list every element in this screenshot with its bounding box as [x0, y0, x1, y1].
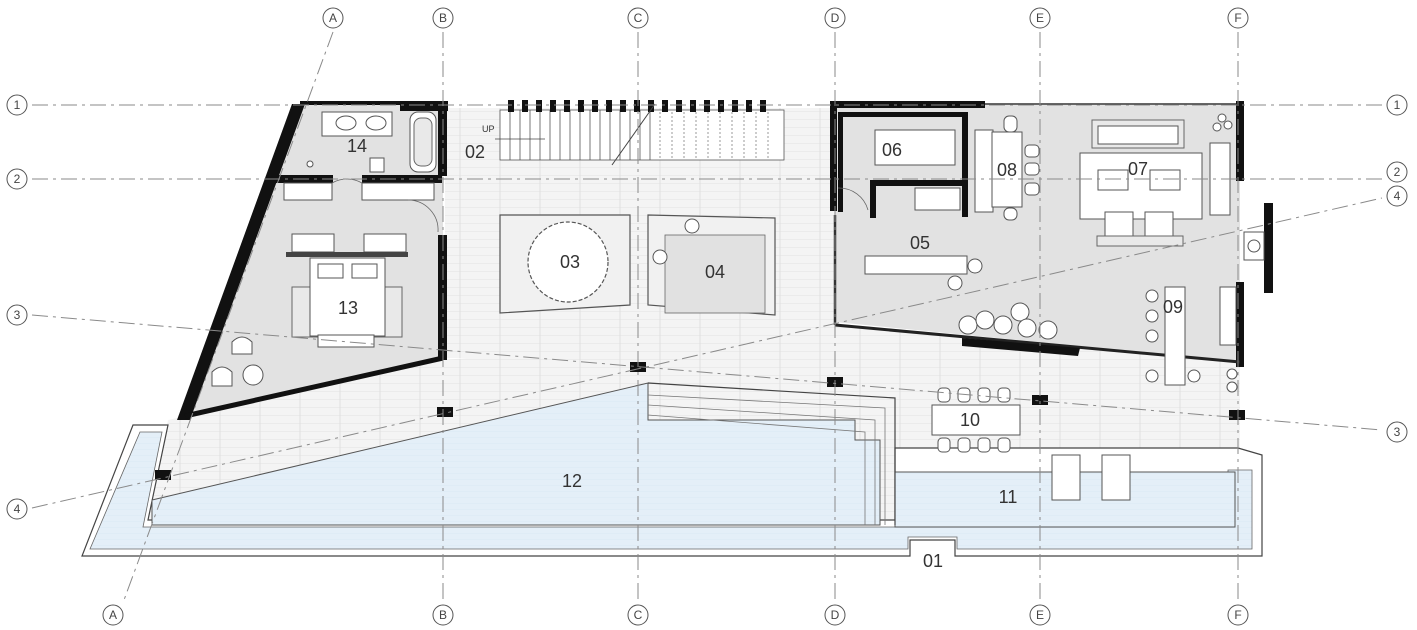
grid-bubble-col-e-top: E: [1029, 7, 1051, 29]
grid-bubble-row-4-left: 4: [6, 498, 28, 520]
grid-bubble-col-b-bottom: B: [432, 604, 454, 626]
stair-balusters: [508, 100, 766, 112]
stair-up-label: UP: [482, 124, 495, 134]
svg-text:1: 1: [1394, 98, 1401, 112]
grid-bubble-col-f-top: F: [1227, 7, 1249, 29]
grid-bubble-col-c-top: C: [627, 7, 649, 29]
grid-bubble-row-3-right: 3: [1386, 421, 1408, 443]
central-area: UP: [482, 100, 785, 316]
room-label-13: 13: [338, 298, 358, 318]
grid-bubble-row-2-left: 2: [6, 168, 28, 190]
grid-bubble-col-e-bottom: E: [1029, 604, 1051, 626]
grid-bubble-col-c-bottom: C: [627, 604, 649, 626]
svg-text:D: D: [831, 608, 840, 622]
svg-text:F: F: [1234, 11, 1241, 25]
svg-text:4: 4: [1394, 189, 1401, 203]
svg-text:B: B: [439, 608, 447, 622]
grid-bubble-row-1-right: 1: [1386, 94, 1408, 116]
grid-bubble-row-1-left: 1: [6, 94, 28, 116]
room-label-06: 06: [882, 140, 902, 160]
room-label-07: 07: [1128, 159, 1148, 179]
room-label-01: 01: [923, 551, 943, 571]
grid-bubble-col-b-top: B: [432, 7, 454, 29]
grid-bubble-col-f-bottom: F: [1227, 604, 1249, 626]
grid-bubble-row-4-right: 4: [1386, 185, 1408, 207]
svg-text:1: 1: [14, 98, 21, 112]
room-label-11: 11: [999, 487, 1018, 507]
room-label-09: 09: [1163, 297, 1183, 317]
svg-text:C: C: [634, 11, 643, 25]
svg-text:B: B: [439, 11, 447, 25]
grid-bubble-col-d-top: D: [824, 7, 846, 29]
room-labels: 01 02 03 04 05 06 07 08 09 10 11 12 13 1…: [338, 136, 1183, 571]
stair-dotted-treads: [659, 112, 769, 160]
svg-text:A: A: [329, 11, 337, 25]
svg-text:C: C: [634, 608, 643, 622]
room-label-10: 10: [960, 410, 980, 430]
svg-text:F: F: [1234, 608, 1241, 622]
svg-text:E: E: [1036, 11, 1044, 25]
svg-text:A: A: [109, 608, 117, 622]
svg-text:E: E: [1036, 608, 1044, 622]
grid-bubble-col-a-top: A: [322, 7, 344, 29]
room-label-14: 14: [347, 136, 367, 156]
room-label-05: 05: [910, 233, 930, 253]
grid-bubbles: A B C D E F A B: [6, 7, 1408, 626]
room-label-03: 03: [560, 252, 580, 272]
room-label-02: 02: [465, 142, 485, 162]
outdoor-furniture: [931, 368, 1238, 501]
grid-bubble-row-2-right: 2: [1386, 161, 1408, 183]
room-label-12: 12: [562, 471, 582, 491]
grid-bubble-col-d-bottom: D: [824, 604, 846, 626]
grid-bubble-row-3-left: 3: [6, 304, 28, 326]
grid-lines: [31, 31, 1383, 601]
grid-bubble-col-a-bottom: A: [102, 604, 124, 626]
svg-text:2: 2: [1394, 165, 1401, 179]
svg-text:D: D: [831, 11, 840, 25]
room-label-04: 04: [705, 262, 725, 282]
room-label-08: 08: [997, 160, 1017, 180]
svg-text:3: 3: [14, 308, 21, 322]
svg-text:3: 3: [1394, 425, 1401, 439]
svg-text:4: 4: [14, 502, 21, 516]
svg-text:2: 2: [14, 172, 21, 186]
stair-treads: [509, 110, 651, 160]
